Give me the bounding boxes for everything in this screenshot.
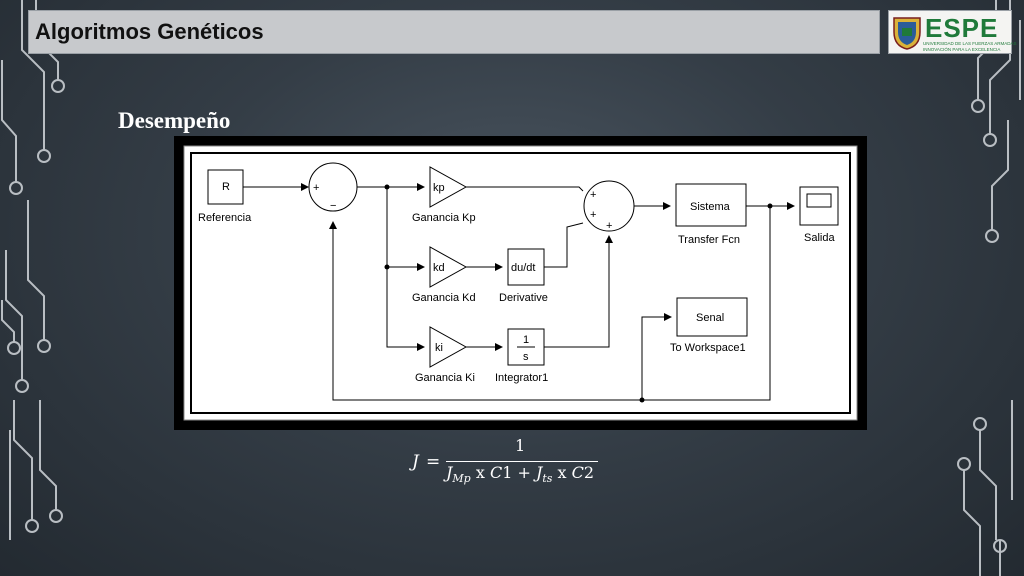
simulink-diagram: R Referencia + − kp Ganancia Kp kd Ganan… — [174, 136, 867, 430]
gain-ki-block — [429, 326, 468, 368]
sum2-sign-a: + — [590, 189, 596, 201]
formula-equals: = — [426, 452, 441, 472]
den-sub-ts: ts — [542, 472, 553, 486]
den-x2: x — [552, 463, 572, 482]
scope-icon — [806, 193, 832, 208]
integrator-label: Integrator1 — [495, 372, 548, 384]
derivative-block — [507, 248, 545, 286]
gain-kp-label: Ganancia Kp — [412, 212, 476, 224]
formula-lhs: J — [412, 452, 419, 472]
senal-block — [676, 297, 748, 337]
sum1-minus-sign: − — [330, 200, 336, 212]
den-j2: J — [535, 463, 543, 482]
derivative-label: Derivative — [499, 292, 548, 304]
gain-ki-label: Ganancia Ki — [415, 372, 475, 384]
gain-kd-label: Ganancia Kd — [412, 292, 476, 304]
referencia-label: Referencia — [198, 212, 252, 224]
sum-block-1 — [308, 162, 358, 212]
title-bar: Algoritmos Genéticos — [28, 10, 880, 54]
senal-label: To Workspace1 — [670, 342, 746, 354]
sum1-plus-sign: + — [313, 182, 319, 194]
formula-fraction-bar — [446, 461, 598, 462]
den-n1: 1 — [502, 463, 513, 482]
gain-ki-content: ki — [435, 342, 443, 354]
referencia-block — [207, 169, 244, 205]
sistema-content: Sistema — [690, 201, 731, 213]
integrator-block — [507, 328, 545, 366]
gain-kd-block — [429, 246, 468, 288]
den-plus: + — [512, 463, 536, 482]
den-c1: C — [489, 463, 503, 482]
logo-subtitle-2: INNOVACIÓN PARA LA EXCELENCIA — [923, 47, 1001, 52]
logo-subtitle-1: UNIVERSIDAD DE LAS FUERZAS ARMADAS — [923, 41, 1017, 46]
den-c2: C — [571, 463, 584, 482]
den-sub-mp: Mp — [452, 472, 471, 486]
slide-title: Algoritmos Genéticos — [35, 19, 264, 44]
block-diagram-canvas: R Referencia + − kp Ganancia Kp kd Ganan… — [183, 145, 858, 421]
logo-text: ESPE — [925, 13, 999, 43]
sum2-sign-b: + — [590, 209, 596, 221]
den-j1: J — [446, 463, 453, 482]
sum2-sign-c: + — [606, 220, 612, 232]
gain-kp-block — [429, 166, 468, 208]
referencia-block-content: R — [222, 181, 230, 193]
shield-icon — [893, 17, 921, 50]
section-heading: Desempeño — [118, 108, 231, 133]
integrator-numerator: 1 — [523, 334, 529, 346]
sistema-block — [675, 183, 747, 227]
espe-logo: ESPE UNIVERSIDAD DE LAS FUERZAS ARMADAS … — [888, 10, 1017, 54]
den-n2: 2 — [583, 463, 595, 482]
sum-block-2 — [583, 180, 635, 232]
formula-numerator: 1 — [515, 436, 526, 455]
gain-kd-content: kd — [433, 262, 445, 274]
performance-formula: J = 1 JMp x C1 + Jts x C2 — [412, 436, 612, 496]
integrator-denominator: s — [523, 351, 529, 363]
derivative-content: du/dt — [511, 262, 535, 274]
sistema-label: Transfer Fcn — [678, 234, 740, 246]
salida-label: Salida — [804, 232, 835, 244]
gain-kp-content: kp — [433, 182, 445, 194]
den-x1: x — [470, 463, 490, 482]
formula-denominator: JMp x C1 + Jts x C2 — [446, 463, 594, 485]
senal-content: Senal — [696, 312, 724, 324]
